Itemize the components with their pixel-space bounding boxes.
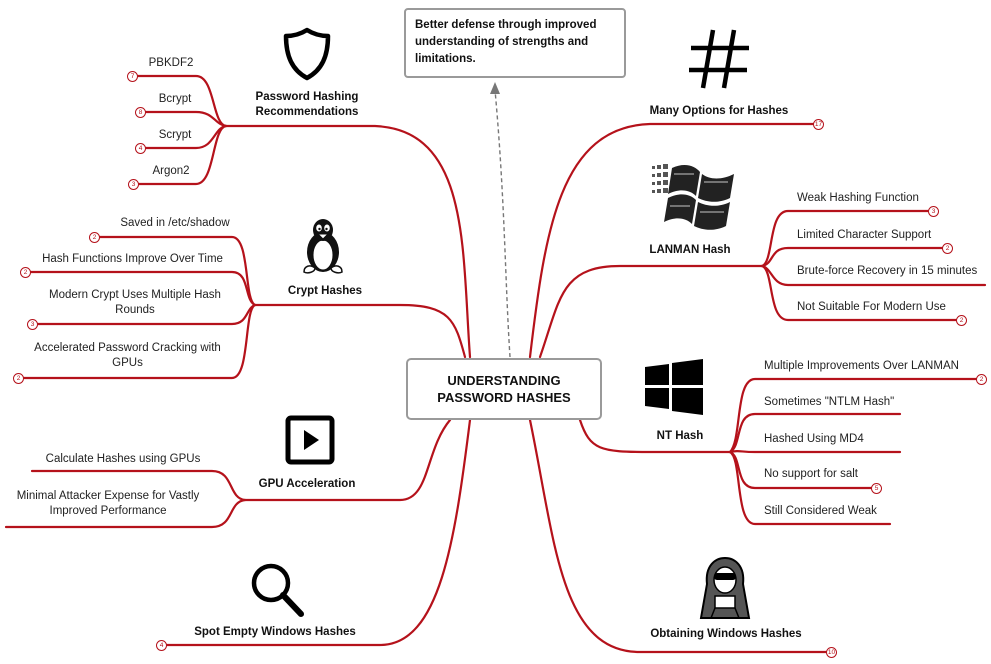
branch-title-nt[interactable]: NT Hash xyxy=(656,430,704,442)
leaf-crypt-2 xyxy=(24,270,257,307)
leaf-label-nt-md4[interactable]: Hashed Using MD4 xyxy=(764,433,864,445)
count-badge: 17 xyxy=(813,119,824,130)
leaf-nt-5 xyxy=(728,450,892,526)
central-topic[interactable]: UNDERSTANDING PASSWORD HASHES xyxy=(406,358,602,420)
leaf-label-lanman-bruteforce[interactable]: Brute-force Recovery in 15 minutes xyxy=(797,265,978,277)
hacker-hoodie-icon xyxy=(699,556,751,619)
leaf-label-nt-nosalt[interactable]: No support for salt xyxy=(764,468,858,480)
callout-box[interactable]: Better defense through improved understa… xyxy=(404,8,626,78)
leaf-label-crypt-shadow[interactable]: Saved in /etc/shadow xyxy=(120,217,230,229)
shield-icon xyxy=(283,27,331,81)
windows-legacy-logo-icon xyxy=(652,164,734,230)
leaf-argon2 xyxy=(132,124,228,186)
leaf-gpu-2 xyxy=(4,498,247,529)
leaf-label-gpu-expense[interactable]: Minimal Attacker Expense for Vastly Impr… xyxy=(16,490,200,517)
branch-title-obtaining[interactable]: Obtaining Windows Hashes xyxy=(650,628,802,640)
branch-title-crypt[interactable]: Crypt Hashes xyxy=(287,285,363,297)
count-badge: 5 xyxy=(871,483,882,494)
leaf-label-scrypt[interactable]: Scrypt xyxy=(158,129,192,141)
count-badge: 3 xyxy=(27,319,38,330)
count-badge: 2 xyxy=(942,243,953,254)
leaf-label-crypt-rounds[interactable]: Modern Crypt Uses Multiple Hash Rounds xyxy=(49,289,221,316)
linux-penguin-icon xyxy=(303,219,343,274)
leaf-gpu-1 xyxy=(30,469,247,502)
branch-nt xyxy=(578,418,732,454)
count-badge: 3 xyxy=(128,179,139,190)
count-badge: 2 xyxy=(976,374,987,385)
branch-password-hashing xyxy=(224,124,472,359)
leaf-label-crypt-gpus[interactable]: Accelerated Password Cracking with GPUs xyxy=(34,342,221,369)
callout-arrow xyxy=(490,82,511,358)
central-title-line2: PASSWORD HASHES xyxy=(437,390,571,405)
leaf-lanman-1 xyxy=(760,209,936,268)
leaf-label-lanman-weak[interactable]: Weak Hashing Function xyxy=(797,192,919,204)
branch-many-options xyxy=(528,122,820,359)
count-badge: 8 xyxy=(135,107,146,118)
leaf-bcrypt xyxy=(138,110,228,128)
branch-gpu xyxy=(243,418,452,502)
leaf-label-lanman-charset[interactable]: Limited Character Support xyxy=(797,229,932,241)
leaf-label-argon2[interactable]: Argon2 xyxy=(152,165,190,177)
leaf-label-pbkdf2[interactable]: PBKDF2 xyxy=(148,57,194,69)
search-icon xyxy=(251,563,304,617)
count-badge: 2 xyxy=(20,267,31,278)
count-badge: 3 xyxy=(928,206,939,217)
leaf-label-lanman-notsuitable[interactable]: Not Suitable For Modern Use xyxy=(797,301,946,313)
count-badge: 4 xyxy=(135,143,146,154)
count-badge: 10 xyxy=(826,647,837,658)
branch-title-spot-empty[interactable]: Spot Empty Windows Hashes xyxy=(194,626,356,638)
branch-title-many-options[interactable]: Many Options for Hashes xyxy=(649,105,789,117)
leaf-lanman-4 xyxy=(760,264,964,322)
branch-title-lanman[interactable]: LANMAN Hash xyxy=(649,244,731,256)
leaf-lanman-2 xyxy=(760,246,950,268)
leaf-label-gpu-calc[interactable]: Calculate Hashes using GPUs xyxy=(45,453,201,465)
leaf-crypt-4 xyxy=(18,303,257,380)
count-badge: 2 xyxy=(13,373,24,384)
branch-title-password-hashing-line1: Password Hashing xyxy=(255,91,359,103)
callout-text: Better defense through improved understa… xyxy=(415,19,597,65)
count-badge: 2 xyxy=(956,315,967,326)
leaf-label-bcrypt[interactable]: Bcrypt xyxy=(158,93,192,105)
branch-obtaining xyxy=(528,418,834,654)
leaf-label-nt-weak[interactable]: Still Considered Weak xyxy=(764,505,877,517)
leaf-nt-3 xyxy=(728,450,902,454)
branch-crypt xyxy=(253,303,467,359)
branch-title-password-hashing-line2: Recommendations xyxy=(255,106,359,118)
count-badge: 4 xyxy=(156,640,167,651)
count-badge: 2 xyxy=(89,232,100,243)
play-icon xyxy=(285,415,335,465)
count-badge: 7 xyxy=(127,71,138,82)
branch-title-password-hashing[interactable]: Password Hashing Recommendations xyxy=(240,90,374,120)
branch-lanman xyxy=(538,264,764,359)
leaf-nt-2 xyxy=(728,412,902,454)
branch-spot-empty xyxy=(160,418,472,647)
central-title-line1: UNDERSTANDING xyxy=(447,373,561,388)
windows-logo-icon xyxy=(645,359,703,415)
hash-icon xyxy=(689,29,749,89)
leaf-label-nt-improvements[interactable]: Multiple Improvements Over LANMAN xyxy=(764,360,959,372)
branch-title-gpu[interactable]: GPU Acceleration xyxy=(258,478,356,490)
leaf-label-crypt-improve[interactable]: Hash Functions Improve Over Time xyxy=(42,253,223,265)
leaf-label-nt-ntlm[interactable]: Sometimes "NTLM Hash" xyxy=(764,396,895,408)
leaf-nt-1 xyxy=(728,377,984,454)
